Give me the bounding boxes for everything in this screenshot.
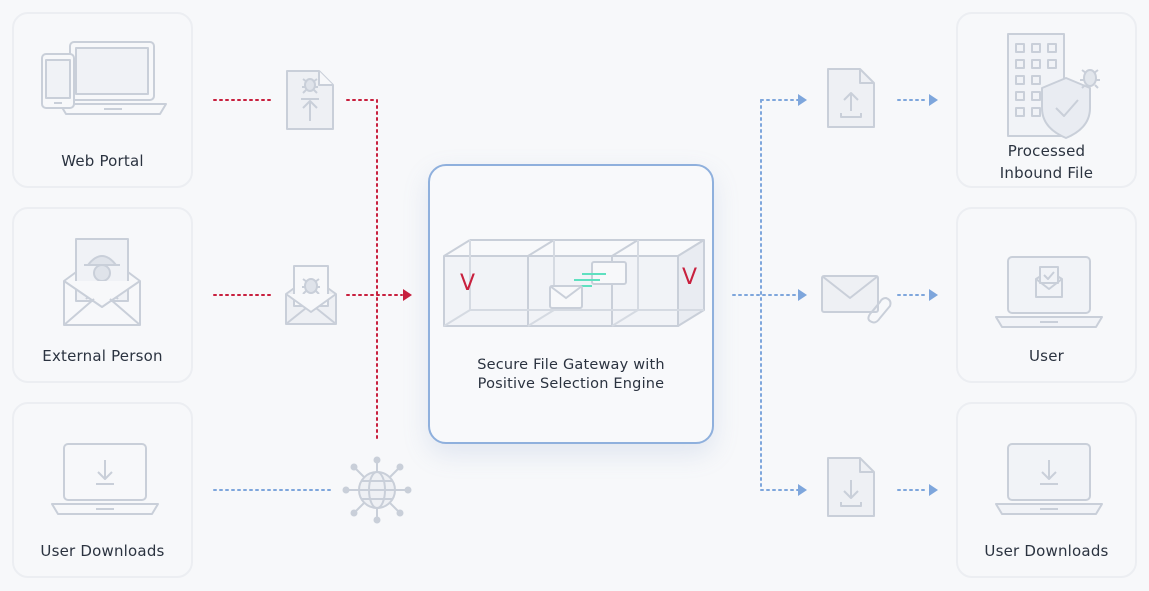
- laptop-download-icon: [51, 443, 159, 515]
- file-download-icon: [827, 457, 875, 517]
- gateway-title-line-2: Positive Selection Engine: [477, 376, 665, 392]
- globe-network-icon: [342, 456, 412, 524]
- output-arrowhead-middle: [798, 289, 807, 301]
- dest-label: User: [1029, 347, 1064, 365]
- source-card-user-downloads: User Downloads: [12, 402, 193, 578]
- gateway-title-line-1: Secure File Gateway with: [477, 357, 665, 373]
- envelope-attachment-icon: [821, 275, 892, 324]
- infected-envelope-icon: [285, 265, 337, 325]
- gateway-chambers-illustration: V V: [443, 239, 705, 327]
- output-arrowhead-bottom: [798, 484, 807, 496]
- dest-arrowhead-bottom: [929, 484, 938, 496]
- dest-arrowhead-middle: [929, 289, 938, 301]
- gateway-title: Secure File Gateway with Positive Select…: [430, 356, 712, 394]
- laptop-download-icon: [995, 443, 1103, 515]
- threat-arrowhead: [403, 289, 412, 301]
- threat-check-right: V: [682, 265, 697, 290]
- laptop-mail-icon: [995, 256, 1103, 328]
- dest-card-processed-inbound-file: Processed Inbound File: [956, 12, 1137, 188]
- dest-arrowhead-top: [929, 94, 938, 106]
- threat-check-left: V: [460, 271, 475, 296]
- source-label: Web Portal: [61, 152, 144, 170]
- dest-label-line-2: Inbound File: [999, 164, 1094, 182]
- dest-card-user-downloads: User Downloads: [956, 402, 1137, 578]
- dest-label: Processed Inbound File: [958, 140, 1135, 184]
- source-card-web-portal: Web Portal: [12, 12, 193, 188]
- dest-label-line-1: Processed: [1007, 142, 1086, 160]
- output-arrowhead-top: [798, 94, 807, 106]
- secure-file-gateway-card: V V Secure File Gateway with Positive Se…: [428, 164, 714, 444]
- dest-label: User Downloads: [984, 542, 1109, 560]
- source-label: External Person: [42, 347, 163, 365]
- building-shield-icon: [1007, 33, 1100, 139]
- hacker-envelope-icon: [63, 238, 141, 326]
- devices-icon: [41, 41, 167, 115]
- dest-card-user: User: [956, 207, 1137, 383]
- file-upload-icon: [827, 68, 875, 128]
- source-card-external-person: External Person: [12, 207, 193, 383]
- infected-file-upload-icon: [286, 70, 334, 130]
- source-label: User Downloads: [40, 542, 165, 560]
